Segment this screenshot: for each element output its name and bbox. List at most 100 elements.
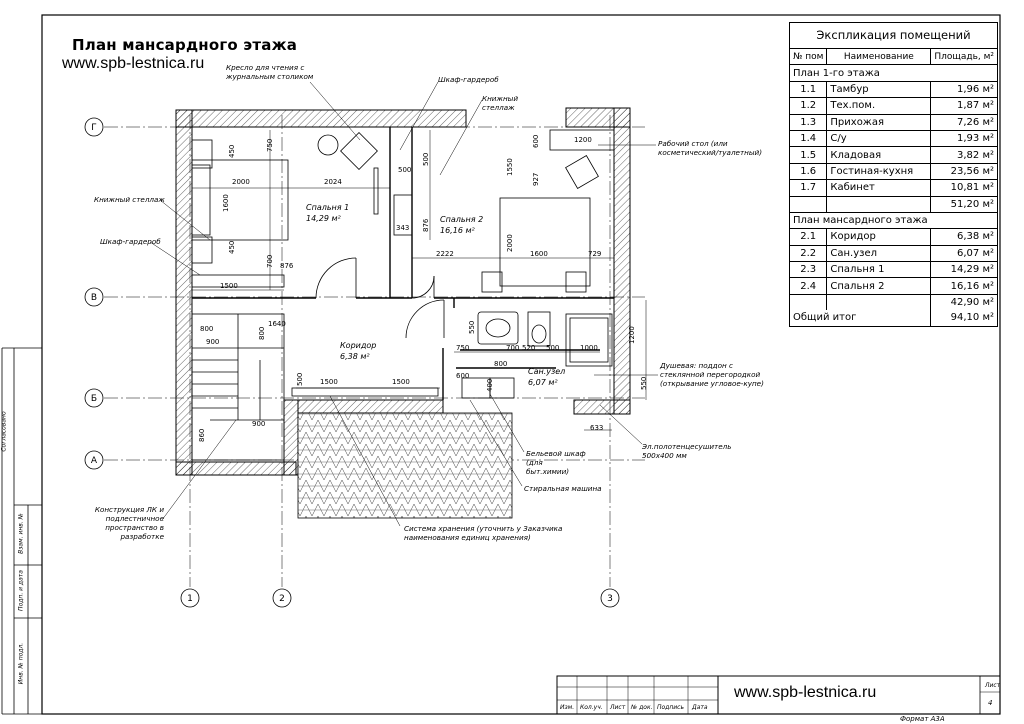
dim-450-a: 450 [228, 145, 236, 158]
annotation-wardrobe-left: Шкаф-гардероб [100, 237, 161, 246]
section-title: План 1-го этажа [793, 67, 880, 79]
dim-2000-b: 2000 [506, 234, 514, 252]
room-num: 2.3 [790, 261, 828, 278]
dim-343: 343 [396, 224, 409, 232]
dim-450-b: 450 [228, 241, 236, 254]
room-corridor-area: 6,38 м² [340, 352, 370, 361]
room-area: 16,16 м² [930, 277, 997, 295]
section-title-row: План мансардного этажа [790, 211, 997, 229]
room-name: Коридор [826, 228, 931, 246]
axis-col-3: 3 [607, 594, 613, 604]
subtotal-row: 42,90 м² [790, 293, 997, 311]
subtotal-row: 51,20 м² [790, 195, 997, 213]
room-num: 1.2 [790, 97, 828, 115]
dim-1600: 1600 [222, 194, 230, 212]
annotation-towel: Эл.полотенцесушитель 500х400 мм [642, 442, 732, 460]
section-title: План мансардного этажа [790, 211, 997, 229]
room-corridor-name: Коридор [340, 341, 376, 350]
room-num: 2.1 [790, 228, 828, 246]
dim-550-b: 550 [640, 377, 648, 390]
annotation-washer: Стиральная машина [524, 484, 602, 493]
room-bathroom-area: 6,07 м² [528, 378, 558, 387]
room-area: 6,07 м² [930, 244, 997, 262]
stamp-site-url[interactable]: www.spb-lestnica.ru [734, 684, 877, 701]
room-area: 14,29 м² [930, 261, 997, 278]
dimension-labels: 2000 2024 1600 750 450 450 700 876 1500 … [198, 135, 648, 442]
room-area: 3,82 м² [930, 146, 997, 164]
dim-1640: 1640 [268, 320, 286, 328]
dim-876-a: 876 [280, 262, 294, 270]
total-row: Общий итог 94,10 м² [790, 310, 997, 326]
dim-1600-b: 1600 [530, 250, 548, 258]
dim-1550: 1550 [506, 158, 514, 176]
annotation-shower: Душевая: поддон с стеклянной перегородко… [660, 361, 764, 388]
explication-grid: № пом Наименование Площадь, м² План 1-го… [790, 49, 997, 326]
bathroom-fixtures [461, 311, 613, 399]
room-bedroom2-name: Спальня 2 [440, 215, 483, 224]
axis-row-b: Б [91, 394, 97, 404]
bedroom2-furniture [393, 129, 615, 293]
stamp-format: Формат А3А [900, 715, 945, 723]
dim-633: 633 [590, 424, 603, 432]
room-area: 6,38 м² [930, 228, 997, 246]
explication-caption: Экспликация помещений [790, 23, 997, 49]
room-area: 23,56 м² [930, 162, 997, 180]
axis-row-g: Г [91, 123, 97, 133]
axis-bubbles [84, 117, 620, 608]
annotation-chair: Кресло для чтения с журнальным столиком [226, 63, 314, 81]
dim-2024: 2024 [324, 178, 342, 186]
col-area-header: Площадь, м² [930, 49, 997, 66]
stamp-col-date: Дата [692, 704, 708, 711]
room-num: 1.6 [790, 162, 828, 180]
stamp-col-change: Изм. [560, 704, 575, 711]
axis-row-a: А [91, 456, 98, 466]
annotation-bookshelf-top: Книжный стеллаж [482, 94, 518, 112]
dim-1200-b: 1200 [628, 326, 636, 344]
col-name-header: Наименование [826, 49, 932, 66]
room-num: 2.2 [790, 244, 828, 262]
dim-729: 729 [588, 250, 601, 258]
dim-700: 700 [266, 255, 274, 268]
dim-2000: 2000 [232, 178, 250, 186]
storage-tile-area [297, 412, 513, 519]
dim-750: 750 [266, 139, 274, 152]
dim-600-a: 600 [532, 135, 540, 148]
total-label: Общий итог [790, 310, 932, 326]
room-name: Тех.пом. [826, 97, 931, 115]
room-name: Спальня 1 [826, 261, 931, 278]
room-name: Кладовая [826, 146, 931, 164]
dim-876-b: 876 [422, 218, 430, 232]
room-name: Сан.узел [826, 244, 931, 262]
dim-800-a: 800 [200, 325, 213, 333]
dim-1500-c: 1500 [392, 378, 410, 386]
room-num: 1.1 [790, 80, 828, 98]
stair [191, 313, 285, 461]
room-num: 2.4 [790, 277, 828, 295]
dim-900-b: 900 [252, 420, 265, 428]
room-num: 1.3 [790, 113, 828, 131]
dim-500-d: 500 [546, 344, 559, 352]
dim-750-b: 750 [456, 344, 469, 352]
dim-400: 400 [486, 379, 494, 392]
site-url[interactable]: www.spb-lestnica.ru [62, 55, 205, 72]
room-area: 1,93 м² [930, 129, 997, 147]
room-area: 1,96 м² [930, 80, 997, 98]
annotation-bookshelf-left: Книжный стеллаж [94, 195, 165, 204]
dim-927: 927 [532, 173, 540, 186]
room-num: 1.5 [790, 146, 828, 164]
walls [175, 107, 631, 476]
room-name: Кабинет [826, 179, 931, 197]
col-num-header: № пом [790, 49, 828, 66]
room-name: Тамбур [826, 80, 931, 98]
explication-table: Экспликация помещений № пом Наименование… [789, 22, 998, 327]
dim-860: 860 [198, 429, 206, 442]
room-name: Прихожая [826, 113, 931, 131]
